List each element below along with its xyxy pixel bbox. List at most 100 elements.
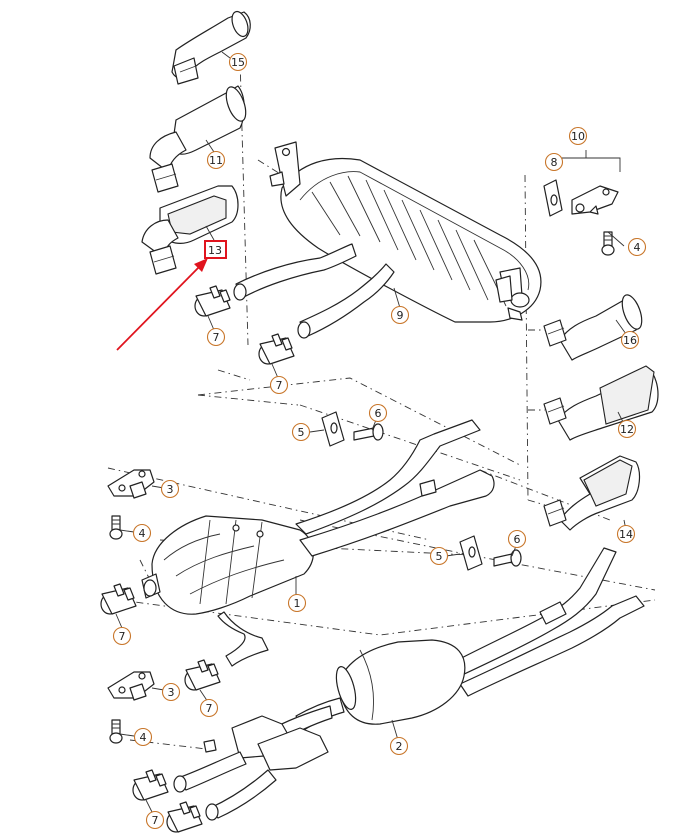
callout-circle [206,150,226,170]
centre-muffler-1 [141,419,495,667]
callout-number: 1 [294,597,301,610]
callout-circle [389,736,409,756]
bolt-6-lower [493,549,522,567]
bolt-4-lower-left [109,719,123,744]
callout-4: 4 [133,727,153,747]
callout-7: 7 [269,375,289,395]
tailpipe-13 [141,185,239,275]
callout-circle [161,682,181,702]
callout-circle [133,727,153,747]
rubber-hanger-8 [543,179,563,217]
front-pipe-2 [173,547,645,821]
clamp-7-top [194,285,231,317]
callout-circle [617,419,637,439]
callout-number: 7 [119,630,126,643]
callout-15: 15 [228,52,248,72]
tailpipe-14 [543,455,641,531]
clamp-7-bottom-1 [132,769,169,801]
callout-number: 13 [208,244,222,257]
callout-number: 5 [436,550,443,563]
callout-6: 6 [507,529,527,549]
callout-circle [112,626,132,646]
clamp-7-left [100,583,137,615]
callout-14: 14 [616,524,636,544]
callout-number: 4 [634,241,641,254]
callout-3: 3 [161,682,181,702]
callout-number: 16 [623,334,637,347]
bracket-3-lower [107,671,155,701]
callout-circle [507,529,527,549]
callout-circle [616,524,636,544]
callout-13: 13 [208,244,222,257]
callout-number: 9 [397,309,404,322]
callout-circle [568,126,588,146]
rear-intermediate-pipes [233,243,395,339]
callout-circle [199,698,219,718]
rubber-hanger-5-upper [321,411,345,447]
bracket-10 [571,185,619,215]
tailpipe-15 [171,10,251,85]
callout-number: 11 [209,154,223,167]
highlight-box-13 [204,240,227,259]
callout-circle [429,546,449,566]
callout-4: 4 [627,237,647,257]
callout-circle [287,593,307,613]
callout-circle [544,152,564,172]
callout-circle [620,330,640,350]
callout-circle [368,403,388,423]
highlight-annotation [116,240,227,351]
callout-circle [291,422,311,442]
callout-5: 5 [291,422,311,442]
callout-2: 2 [389,736,409,756]
bolt-6-upper [353,423,384,441]
callout-number: 5 [298,426,305,439]
callout-number: 15 [231,56,245,69]
callout-circle [627,237,647,257]
callout-3: 3 [160,479,180,499]
callout-number: 3 [168,686,175,699]
callout-8: 8 [544,152,564,172]
callout-number: 2 [396,740,403,753]
callout-7: 7 [199,698,219,718]
callout-number: 12 [620,423,634,436]
pointer-arrowhead [194,258,208,272]
callout-number: 4 [140,731,147,744]
callout-16: 16 [620,330,640,350]
callout-circle [269,375,289,395]
rear-muffler-9 [269,141,542,323]
tailpipe-11 [149,85,247,193]
bracket-3-upper [107,469,155,499]
callout-7: 7 [112,626,132,646]
callout-number: 7 [213,331,220,344]
callout-circle [206,327,226,347]
callout-6: 6 [368,403,388,423]
clamp-7-mid [258,333,295,365]
bolt-4-top [601,231,615,256]
callout-circle [390,305,410,325]
callout-number: 10 [571,130,585,143]
tailpipe-12 [543,365,659,441]
callout-number: 7 [276,379,283,392]
clamp-7-bottom-2 [166,801,203,833]
callout-11: 11 [206,150,226,170]
callout-9: 9 [390,305,410,325]
callout-4: 4 [132,523,152,543]
callout-12: 12 [617,419,637,439]
callout-circle [132,523,152,543]
callout-5: 5 [429,546,449,566]
callout-number: 4 [139,527,146,540]
callout-1: 1 [287,593,307,613]
tailpipe-16 [543,294,643,361]
callout-number: 6 [375,407,382,420]
callout-circle [160,479,180,499]
callout-number: 8 [551,156,558,169]
callout-number: 7 [152,814,159,827]
callout-7: 7 [145,810,165,830]
callout-7: 7 [206,327,226,347]
callout-number: 6 [514,533,521,546]
callout-circle [228,52,248,72]
callout-10: 10 [568,126,588,146]
callout-circle [145,810,165,830]
pointer-arrow-line [116,263,203,351]
